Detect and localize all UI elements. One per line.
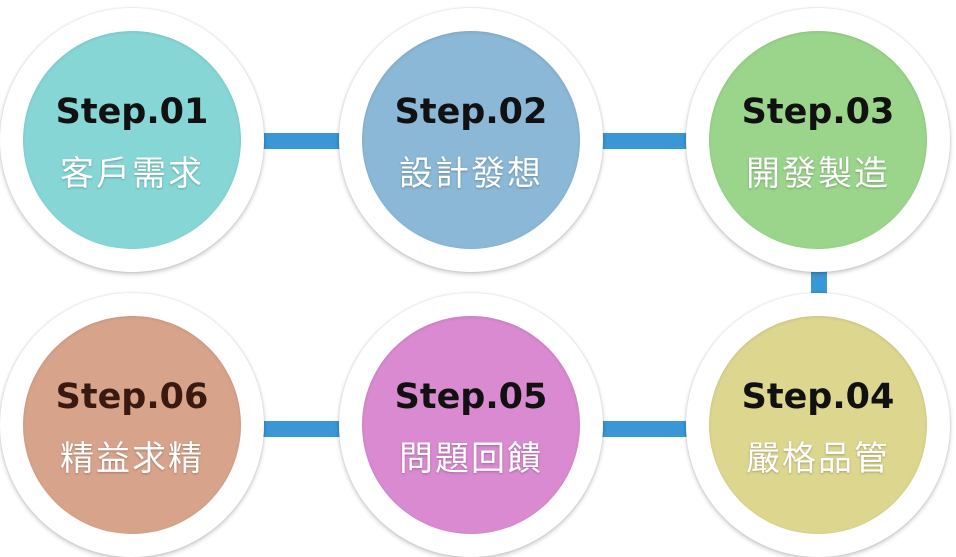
- step-circle-02: Step.02 設計發想: [339, 8, 603, 272]
- step-label: 問題回饋: [399, 439, 543, 479]
- step-number: Step.02: [394, 92, 548, 132]
- step-label: 客戶需求: [60, 154, 204, 194]
- step-circle-05: Step.05 問題回饋: [339, 293, 603, 557]
- connector-step1-step2: [240, 133, 370, 149]
- step-label: 嚴格品管: [746, 439, 890, 479]
- step-disc-06: [23, 316, 241, 534]
- step-disc-04: [709, 316, 927, 534]
- step-disc-01: [23, 31, 241, 249]
- step-circle-04: Step.04 嚴格品管: [686, 293, 950, 557]
- step-disc-03: [709, 31, 927, 249]
- step-circle-01: Step.01 客戶需求: [0, 8, 264, 272]
- step-disc-02: [362, 31, 580, 249]
- step-label: 精益求精: [60, 439, 204, 479]
- step-disc-05: [362, 316, 580, 534]
- step-number: Step.03: [741, 92, 895, 132]
- step-number: Step.01: [55, 92, 209, 132]
- step-circle-06: Step.06 精益求精: [0, 293, 264, 557]
- step-number: Step.05: [394, 377, 548, 417]
- step-label: 開發製造: [746, 154, 890, 194]
- connector-step2-step3: [580, 133, 715, 149]
- step-number: Step.04: [741, 377, 895, 417]
- step-label: 設計發想: [399, 154, 543, 194]
- connector-step5-step6: [240, 421, 370, 437]
- step-circle-03: Step.03 開發製造: [686, 8, 950, 272]
- step-number: Step.06: [55, 377, 209, 417]
- connector-step4-step5: [580, 421, 715, 437]
